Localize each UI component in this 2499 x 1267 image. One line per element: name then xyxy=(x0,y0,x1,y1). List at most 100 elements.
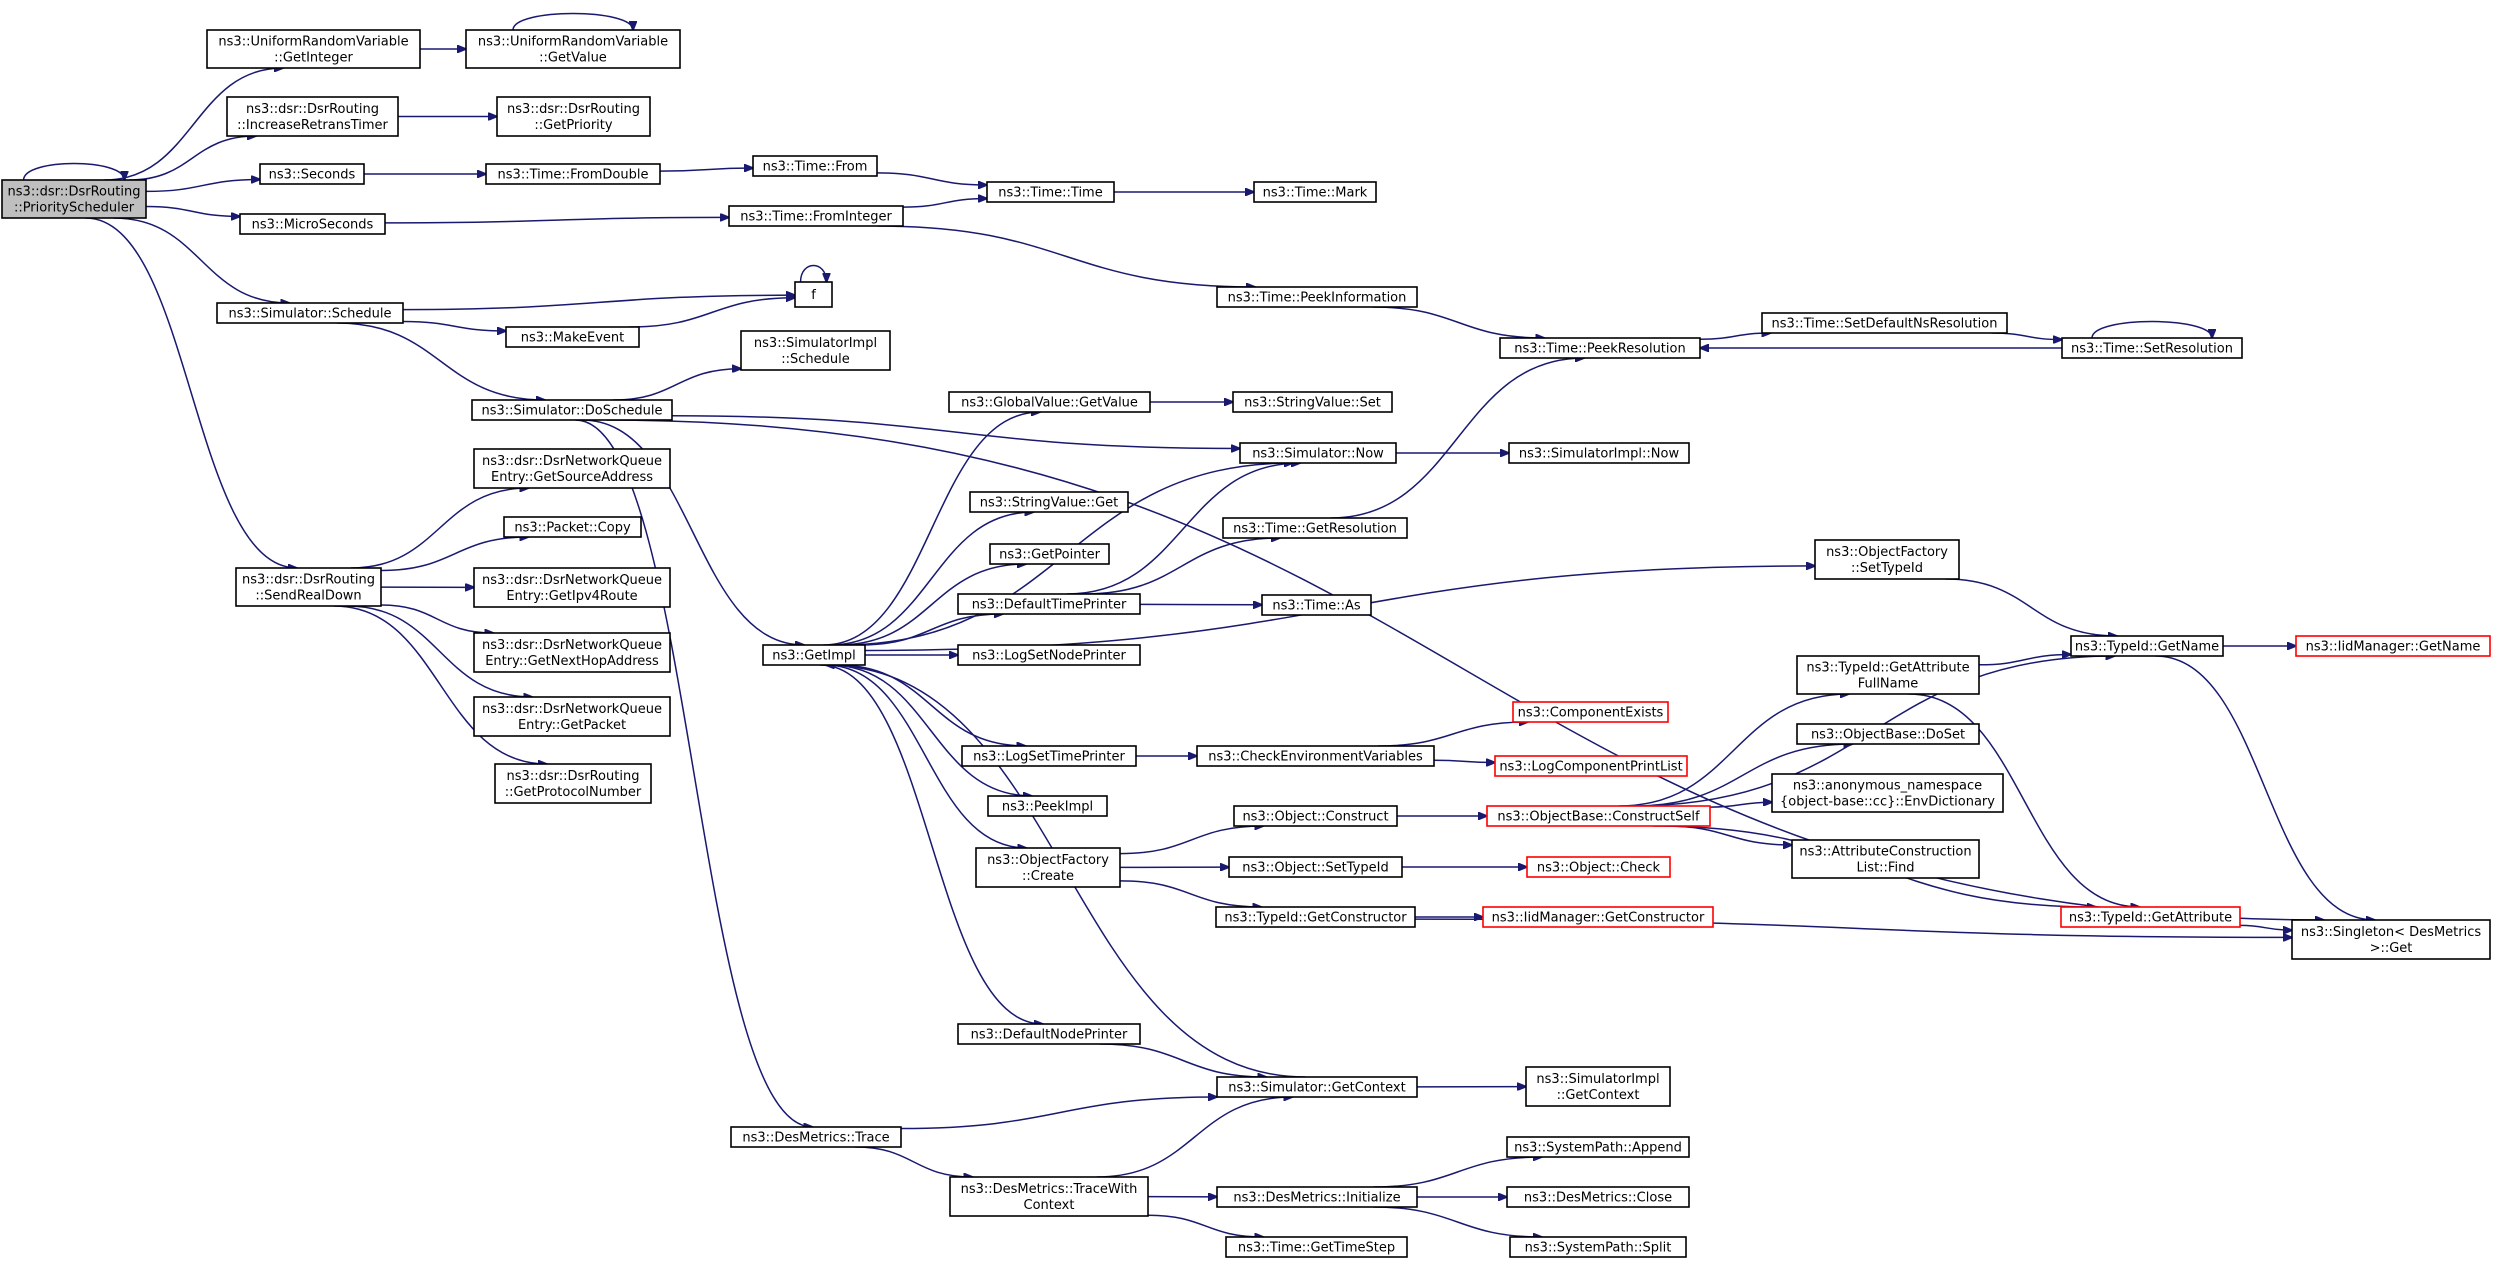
node-object-construct[interactable]: ns3::Object::Construct xyxy=(1233,805,1398,827)
node-label-line: ns3::Time::SetDefaultNsResolution xyxy=(1772,317,1998,332)
node-typeid-getattribute[interactable]: ns3::TypeId::GetAttribute xyxy=(2060,906,2241,928)
node-time-peekinfo[interactable]: ns3::Time::PeekInformation xyxy=(1216,286,1418,308)
edge-time-frominteger-to-time-time xyxy=(902,198,987,208)
node-f[interactable]: f xyxy=(794,281,833,308)
node-label-line: ns3::Time::As xyxy=(1272,599,1361,614)
edge-root-to-microseconds xyxy=(145,205,240,217)
node-typeid-getconstructor[interactable]: ns3::TypeId::GetConstructor xyxy=(1215,906,1416,928)
node-makeevent[interactable]: ns3::MakeEvent xyxy=(505,326,640,348)
edge-defaulttimeprinter-to-sim-now xyxy=(1066,463,1300,595)
node-label-line: ns3::Simulator::Schedule xyxy=(228,307,391,322)
node-sv-get[interactable]: ns3::StringValue::Get xyxy=(969,491,1129,513)
node-label-line: ns3::SimulatorImpl::Now xyxy=(1519,447,1680,462)
edge-sim-schedule-to-f xyxy=(402,295,795,311)
node-sim-now[interactable]: ns3::Simulator::Now xyxy=(1239,442,1397,464)
node-time-from[interactable]: ns3::Time::From xyxy=(752,155,878,177)
node-time-setres[interactable]: ns3::Time::SetResolution xyxy=(2061,337,2243,359)
node-box xyxy=(226,96,399,137)
node-defaultnodeprinter[interactable]: ns3::DefaultNodePrinter xyxy=(957,1023,1141,1045)
node-logsettimeprinter[interactable]: ns3::LogSetTimePrinter xyxy=(961,745,1137,767)
node-getimpl[interactable]: ns3::GetImpl xyxy=(762,644,866,666)
node-time-as[interactable]: ns3::Time::As xyxy=(1261,594,1372,616)
edge-getimpl-to-getpointer xyxy=(837,564,1026,646)
node-nq-getpacket[interactable]: ns3::dsr::DsrNetworkQueueEntry::GetPacke… xyxy=(473,696,671,737)
node-dsr-sendrealdown[interactable]: ns3::dsr::DsrRouting::SendRealDown xyxy=(235,567,382,607)
node-microseconds[interactable]: ns3::MicroSeconds xyxy=(239,213,386,235)
node-simimpl-schedule[interactable]: ns3::SimulatorImpl::Schedule xyxy=(740,330,891,371)
node-systempath-split[interactable]: ns3::SystemPath::Split xyxy=(1509,1236,1687,1258)
node-desmetrics-close[interactable]: ns3::DesMetrics::Close xyxy=(1506,1186,1690,1208)
node-box xyxy=(473,696,671,737)
node-packet-copy[interactable]: ns3::Packet::Copy xyxy=(503,516,642,538)
node-dsr-incretrans[interactable]: ns3::dsr::DsrRouting::IncreaseRetransTim… xyxy=(226,96,399,137)
node-componentexists[interactable]: ns3::ComponentExists xyxy=(1512,701,1669,723)
edge-checkenvvars-to-componentexists xyxy=(1377,722,1528,747)
node-label-line: ns3::SimulatorImpl xyxy=(754,336,877,351)
node-desmetrics-initialize[interactable]: ns3::DesMetrics::Initialize xyxy=(1216,1186,1418,1208)
node-time-mark[interactable]: ns3::Time::Mark xyxy=(1253,181,1377,203)
node-box xyxy=(206,29,421,69)
node-time-peekres[interactable]: ns3::Time::PeekResolution xyxy=(1499,337,1701,359)
node-nq-getsrc[interactable]: ns3::dsr::DsrNetworkQueueEntry::GetSourc… xyxy=(473,448,671,489)
edge-time-frominteger-to-time-peekinfo xyxy=(877,225,1255,287)
node-checkenvvars[interactable]: ns3::CheckEnvironmentVariables xyxy=(1196,745,1435,767)
node-desmetrics-trace[interactable]: ns3::DesMetrics::Trace xyxy=(730,1126,902,1148)
node-label-line: ns3::StringValue::Get xyxy=(980,496,1118,511)
node-sim-doschedule[interactable]: ns3::Simulator::DoSchedule xyxy=(471,399,673,421)
edge-checkenvvars-to-logcomponentprintlist xyxy=(1433,760,1495,762)
node-simimpl-getcontext[interactable]: ns3::SimulatorImpl::GetContext xyxy=(1525,1066,1671,1107)
node-time-setdefres[interactable]: ns3::Time::SetDefaultNsResolution xyxy=(1761,312,2008,334)
edge-sim-doschedule-to-sim-now xyxy=(671,415,1240,449)
node-getpointer[interactable]: ns3::GetPointer xyxy=(989,543,1110,565)
node-dsr-getproto[interactable]: ns3::dsr::DsrRouting::GetProtocolNumber xyxy=(494,763,652,804)
node-label-line: Context xyxy=(1024,1198,1075,1213)
node-anon-envdict[interactable]: ns3::anonymous_namespace{object-base::cc… xyxy=(1771,773,2004,813)
node-iidmgr-getname[interactable]: ns3::IidManager::GetName xyxy=(2295,635,2491,657)
node-typeid-getname[interactable]: ns3::TypeId::GetName xyxy=(2070,635,2224,657)
node-sim-schedule[interactable]: ns3::Simulator::Schedule xyxy=(216,302,404,324)
node-objectbase-constructself[interactable]: ns3::ObjectBase::ConstructSelf xyxy=(1486,805,1711,827)
node-time-getres[interactable]: ns3::Time::GetResolution xyxy=(1222,517,1408,539)
node-of-create[interactable]: ns3::ObjectFactory::Create xyxy=(975,847,1121,888)
node-sim-getcontext[interactable]: ns3::Simulator::GetContext xyxy=(1216,1076,1418,1098)
node-box xyxy=(1506,1186,1690,1208)
node-root[interactable]: ns3::dsr::DsrRouting::PriorityScheduler xyxy=(1,179,147,219)
node-logsetnodeprinter[interactable]: ns3::LogSetNodePrinter xyxy=(957,644,1141,666)
node-logcomponentprintlist[interactable]: ns3::LogComponentPrintList xyxy=(1494,755,1688,777)
node-singleton-get[interactable]: ns3::Singleton< DesMetrics>::Get xyxy=(2291,919,2491,960)
node-time-frominteger[interactable]: ns3::Time::FromInteger xyxy=(728,205,904,227)
node-iidmgr-getconstructor[interactable]: ns3::IidManager::GetConstructor xyxy=(1482,906,1714,928)
edge-dsr-sendrealdown-to-dsr-getproto xyxy=(334,605,547,764)
node-time-fromdouble[interactable]: ns3::Time::FromDouble xyxy=(485,163,661,185)
edge-root-to-dsr-sendrealdown xyxy=(85,217,297,568)
node-systempath-append[interactable]: ns3::SystemPath::Append xyxy=(1506,1136,1690,1158)
node-seconds[interactable]: ns3::Seconds xyxy=(259,163,365,185)
node-box xyxy=(957,644,1141,666)
node-time-time[interactable]: ns3::Time::Time xyxy=(986,181,1115,203)
node-label-line: List::Find xyxy=(1856,861,1914,876)
node-sv-set[interactable]: ns3::StringValue::Set xyxy=(1232,391,1393,413)
node-dsr-getprio[interactable]: ns3::dsr::DsrRouting::GetPriority xyxy=(496,96,651,137)
node-urv-getval[interactable]: ns3::UniformRandomVariable::GetValue xyxy=(465,29,681,69)
edge-desmetrics-trace-to-desmetrics-tracewithcontext xyxy=(855,1146,972,1177)
node-object-settypeid[interactable]: ns3::Object::SetTypeId xyxy=(1228,856,1403,878)
node-gv-getvalue[interactable]: ns3::GlobalValue::GetValue xyxy=(948,391,1151,413)
node-urv-getint[interactable]: ns3::UniformRandomVariable::GetInteger xyxy=(206,29,421,69)
node-nq-getnexthop[interactable]: ns3::dsr::DsrNetworkQueueEntry::GetNextH… xyxy=(473,632,671,673)
node-box xyxy=(1232,391,1393,413)
node-nq-getipv4[interactable]: ns3::dsr::DsrNetworkQueueEntry::GetIpv4R… xyxy=(473,567,671,608)
node-box xyxy=(986,181,1115,203)
node-simimpl-now[interactable]: ns3::SimulatorImpl::Now xyxy=(1508,442,1690,464)
edge-desmetrics-tracewithcontext-to-time-gettimestep xyxy=(1147,1214,1264,1237)
node-box xyxy=(762,644,866,666)
node-time-gettimestep[interactable]: ns3::Time::GetTimeStep xyxy=(1225,1236,1408,1258)
node-peekimpl[interactable]: ns3::PeekImpl xyxy=(987,795,1108,817)
node-of-settypeid[interactable]: ns3::ObjectFactory::SetTypeId xyxy=(1814,539,1960,580)
node-objectbase-doset[interactable]: ns3::ObjectBase::DoSet xyxy=(1796,723,1980,745)
node-defaulttimeprinter[interactable]: ns3::DefaultTimePrinter xyxy=(957,593,1141,615)
node-object-check[interactable]: ns3::Object::Check xyxy=(1526,856,1671,878)
node-label-line: Entry::GetNextHopAddress xyxy=(485,654,659,669)
